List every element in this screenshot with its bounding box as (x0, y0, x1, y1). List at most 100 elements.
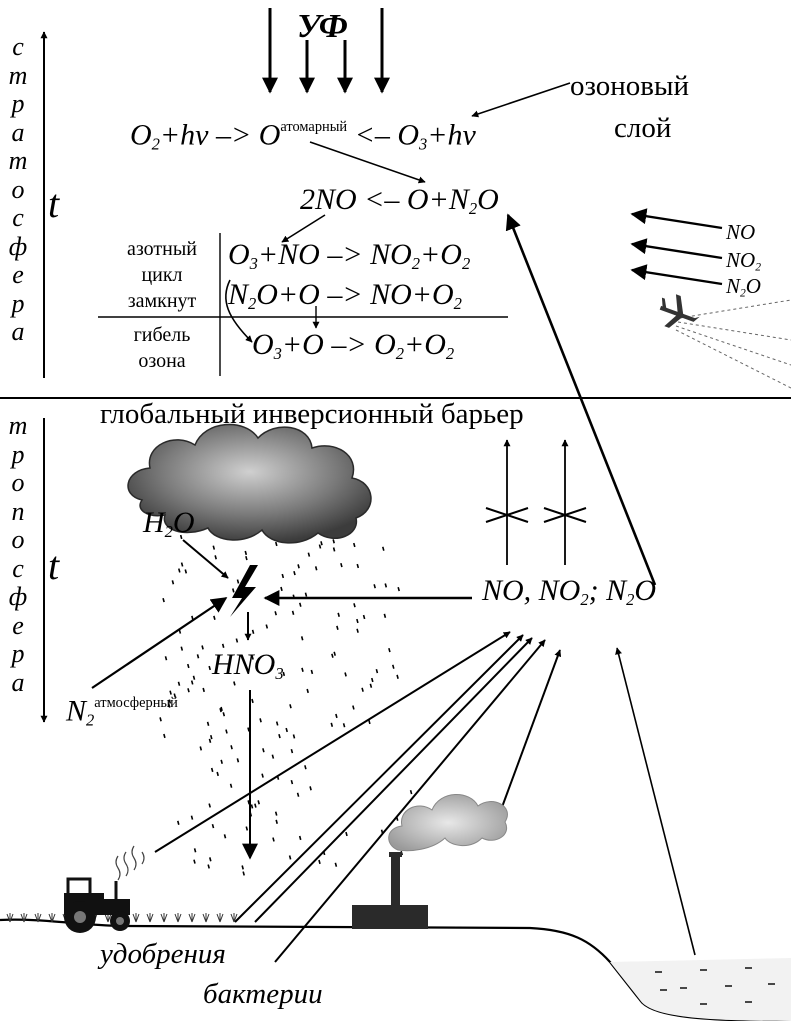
cycle-reaction-1: O3+NO –> NO2+O2 (228, 240, 470, 272)
jet-contrails (675, 299, 791, 389)
rain-drop (333, 651, 336, 656)
atomic-label: атомарный (280, 119, 348, 135)
no-formation-reaction: 2NO <– O+N2O (300, 185, 499, 217)
stratosphere-letter: ф (8, 231, 28, 261)
photolysis-reaction: O2+hν –> Oатомарный <– O3+hν (130, 120, 476, 153)
emission-n2o-tail: O (745, 274, 761, 298)
cycle-reaction-2: N2O+O –> NO+O2 (228, 280, 462, 312)
cycle1-o2-sub: 2 (461, 253, 471, 273)
destruction-plus-o: +O (404, 328, 446, 361)
rain-drop (369, 683, 373, 688)
ozone-photolysis-head: <– O (354, 118, 420, 152)
water-to-lightning-arrow (182, 539, 229, 579)
rain-drop (162, 597, 165, 603)
rain-drop (229, 783, 233, 788)
nox-part3: O (634, 574, 657, 607)
ozone-death-word1: гибель (133, 324, 191, 346)
emission-no2-sub: 2 (755, 261, 761, 274)
atomic-oxygen-arrow (309, 141, 426, 184)
no-to-cycle-arrow (281, 214, 326, 243)
water-h: H (143, 506, 165, 539)
rain-drop (236, 579, 240, 584)
tractor-exhaust (115, 845, 145, 881)
rain-drop (193, 848, 197, 853)
inversion-barrier-label: глобальный инверсионный барьер (100, 398, 524, 430)
tractor-icon (64, 877, 130, 933)
rain-drop (222, 712, 226, 717)
cycle2-n2-sub: 2 (248, 293, 257, 313)
grass-tuft (34, 913, 42, 923)
rain-drop (199, 746, 203, 751)
water-sub: 2 (164, 521, 173, 541)
cycle2-n: N (228, 278, 249, 311)
rain-drop (361, 687, 364, 692)
rain-drop (373, 584, 376, 589)
airplane-icon (659, 294, 700, 328)
rain-drop (330, 722, 334, 727)
rain-drop (388, 647, 391, 653)
rain-drop (275, 819, 278, 824)
rain-drop (168, 699, 172, 704)
rain-drop (232, 588, 235, 593)
rain-drop (171, 580, 175, 585)
rain-drop (177, 681, 181, 686)
rain-drop (345, 831, 348, 837)
rain-drop (251, 698, 254, 704)
rain-drop (332, 539, 335, 544)
rain-drop (383, 613, 387, 618)
rain-drop (344, 672, 347, 677)
destruction-o3-sub: 3 (273, 343, 282, 363)
factory-smoke-icon (388, 794, 508, 852)
n2-to-lightning-arrow (91, 597, 228, 689)
rain-drop (342, 723, 346, 728)
cycle1-plus-o: +O (420, 238, 462, 271)
n2-main: N (66, 694, 87, 728)
stratosphere-letter: е (12, 260, 24, 289)
uv-label: УФ (297, 8, 348, 45)
rain-drop (353, 542, 356, 548)
rain-drop (332, 547, 336, 552)
water-o: O (172, 506, 195, 539)
rain-drop (290, 779, 294, 785)
rain-drop (212, 545, 216, 550)
rain-drop (289, 704, 292, 709)
nitrogen-cycle-word1: азотный (127, 238, 197, 260)
rain-drop (334, 862, 338, 867)
rain-drop (259, 718, 262, 723)
atmospheric-n2-label: N2атмосферный (66, 696, 178, 729)
ozone-layer-label-line2: слой (614, 112, 672, 144)
rain-drop (251, 655, 254, 660)
rain-drop (337, 612, 340, 617)
cycle1-mid: +NO –> NO (257, 238, 412, 271)
nox-label: NO, NO2; N2O (482, 576, 656, 608)
rain-drop (299, 602, 302, 607)
rain-drop (301, 667, 304, 672)
troposphere-time-label: t (48, 543, 60, 588)
troposphere-letter: п (11, 496, 25, 526)
stratosphere-letter: а (11, 317, 25, 346)
destruction-o2b-sub: 2 (445, 343, 455, 363)
rain-drop (318, 544, 322, 549)
rain-drop (275, 721, 279, 726)
rain-drop (340, 562, 343, 568)
rain-drop (362, 614, 366, 620)
nox-sub1: 2 (580, 589, 589, 609)
troposphere-letter: р (11, 439, 25, 469)
rain-drop (169, 690, 172, 695)
rain-drop (213, 615, 216, 620)
rain-drop (177, 820, 180, 825)
rain-drop (214, 555, 217, 560)
stratosphere-letter: с (12, 203, 24, 232)
rain-drop (262, 748, 265, 753)
rain-drop (396, 674, 399, 679)
rain-drop (382, 546, 385, 551)
ozone-layer-pointer-arrow (471, 82, 571, 118)
troposphere-letter: о (11, 525, 25, 554)
rain-drop (245, 826, 249, 831)
ozone-photolysis-tail: +hν (427, 118, 476, 152)
rain-drop (304, 592, 308, 597)
rain-drop (296, 792, 300, 797)
grass-tuft (216, 913, 224, 923)
rain-drop (300, 636, 304, 641)
